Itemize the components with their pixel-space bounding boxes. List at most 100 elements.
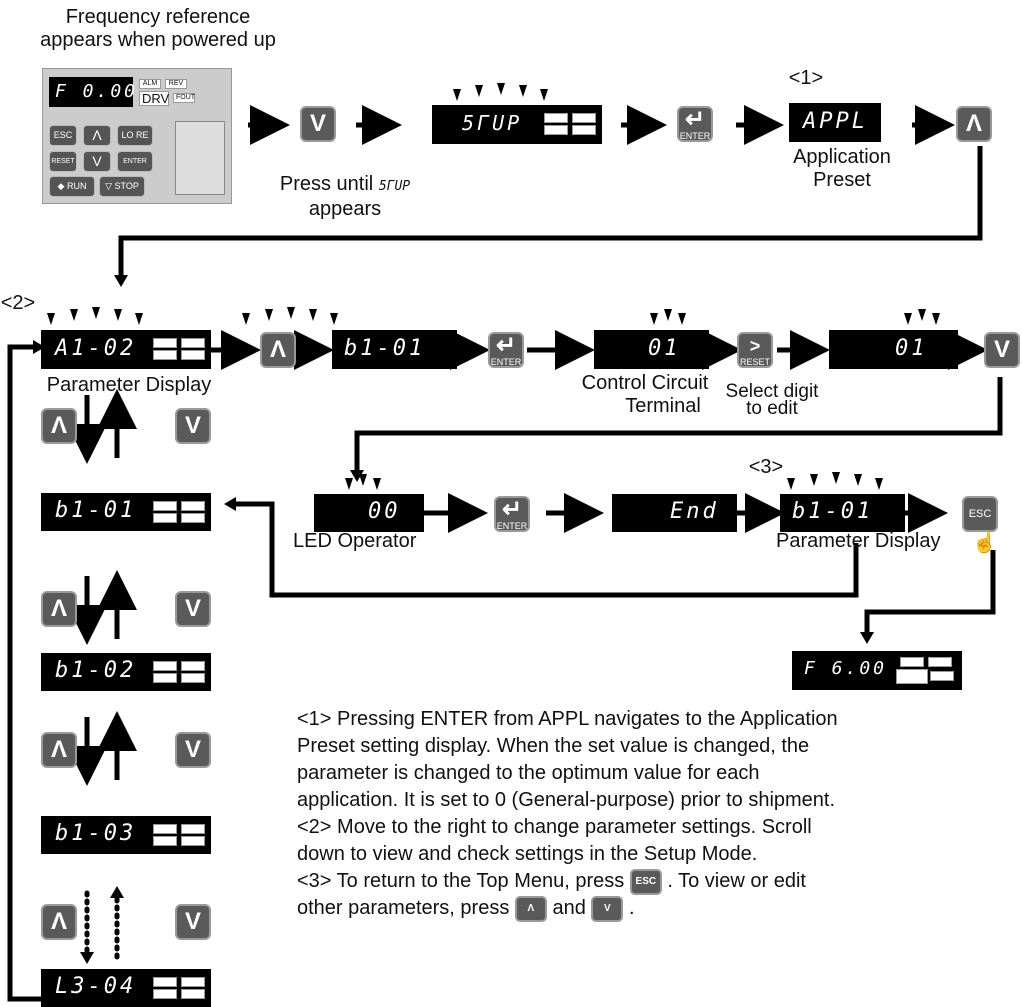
- display-stup-text: 5ΓUP: [462, 111, 522, 135]
- panel-stop-key[interactable]: ▽ STOP: [99, 176, 145, 197]
- blink-ticks: [242, 307, 338, 325]
- top-caption-line2: appears when powered up: [8, 29, 308, 52]
- panel-display: F 0.00: [49, 77, 133, 107]
- enter-label: ENTER: [680, 132, 711, 141]
- tag-drv: DRV: [544, 125, 568, 135]
- display-appl-text: APPL: [803, 109, 868, 134]
- panel-connector-icon: [175, 121, 225, 195]
- blink-ticks: [650, 309, 686, 325]
- display-appl: APPL: [789, 103, 881, 142]
- tag-fout: FOUT: [930, 671, 954, 681]
- display-final-text: F 6.00: [804, 658, 887, 679]
- down-button[interactable]: V: [300, 106, 336, 142]
- panel-enter-key[interactable]: ENTER: [117, 151, 153, 172]
- tag-drv: DRV: [153, 836, 177, 846]
- tag-alm: ALM: [153, 661, 177, 671]
- tag-drv: DRV: [153, 350, 177, 360]
- display-b101-row3: b1-01: [780, 494, 905, 532]
- top-caption-line1: Frequency reference: [8, 6, 308, 29]
- display-01-b: 01: [829, 330, 958, 369]
- blink-ticks: [787, 472, 883, 490]
- tag-fout: FOUT: [181, 836, 205, 846]
- tag-drv: DRV: [153, 513, 177, 523]
- up-button[interactable]: Λ: [956, 106, 992, 142]
- display-end-text: End: [670, 499, 719, 524]
- tag-fout: FOUT: [181, 350, 205, 360]
- application-label: Application: [772, 146, 912, 169]
- up-button[interactable]: Λ: [41, 591, 77, 627]
- parameter-display-label-row3: Parameter Display: [776, 530, 966, 553]
- tag-drv: DRV: [153, 989, 177, 999]
- panel-up-key[interactable]: Λ: [83, 125, 111, 146]
- panel-esc-key[interactable]: ESC: [49, 125, 77, 146]
- panel-lore-key[interactable]: LO RE: [117, 125, 153, 146]
- display-final-freq: F 6.00 ALM REV DRV FOUT: [792, 651, 962, 690]
- panel-reset-key[interactable]: RESET: [49, 151, 77, 172]
- hand-pointer-icon: ☝: [972, 530, 997, 555]
- notes-block: <1> Pressing ENTER from APPL navigates t…: [297, 706, 1022, 922]
- up-button[interactable]: Λ: [41, 904, 77, 940]
- enter-button[interactable]: ↵ENTER: [494, 496, 530, 532]
- down-button[interactable]: V: [175, 591, 211, 627]
- down-button[interactable]: V: [175, 408, 211, 444]
- display-col-b101: b1-01 ALM REV DRV FOUT: [41, 493, 211, 531]
- panel-stop-label: STOP: [115, 181, 139, 191]
- display-b101-text: b1-01: [344, 336, 425, 361]
- control-circuit-text: Control Circuit: [570, 372, 720, 395]
- application-preset-label: Application Preset: [772, 146, 912, 192]
- note-3a-line: <3> To return to the Top Menu, press ESC…: [297, 868, 1022, 895]
- control-circuit-label: Control Circuit Terminal: [570, 372, 720, 418]
- led-operator-label: LED Operator: [293, 530, 453, 553]
- reset-button[interactable]: >RESET: [737, 332, 773, 368]
- display-a102-text: A1-02: [55, 336, 136, 361]
- press-until-appears: appears: [260, 198, 430, 221]
- note-1b: Preset setting display. When the set val…: [297, 733, 1022, 760]
- up-key-icon: Λ: [515, 896, 547, 922]
- tag-fout: FOUT: [572, 125, 596, 135]
- marker-2: <2>: [0, 292, 36, 315]
- tag-rev: REV: [181, 338, 205, 348]
- display-b101-row3-text: b1-01: [792, 499, 873, 524]
- note-3e: .: [629, 897, 635, 919]
- up-button[interactable]: Λ: [260, 332, 296, 368]
- note-2a: <2> Move to the right to change paramete…: [297, 814, 1022, 841]
- tag-rev: REV: [181, 977, 205, 987]
- tag-drv: DRV: [896, 669, 928, 684]
- display-b101: b1-01: [332, 330, 457, 369]
- panel-tag-drv: DRV: [139, 91, 169, 106]
- panel-display-text: F 0.00: [55, 81, 138, 102]
- blink-ticks: [904, 309, 940, 325]
- enter-button[interactable]: ↵ENTER: [677, 106, 713, 142]
- up-button[interactable]: Λ: [41, 732, 77, 768]
- reset-label: RESET: [740, 358, 770, 367]
- tag-fout: FOUT: [181, 989, 205, 999]
- press-until-text: Press until: [280, 173, 373, 195]
- tag-rev: REV: [181, 824, 205, 834]
- note-1a: <1> Pressing ENTER from APPL navigates t…: [297, 706, 1022, 733]
- note-1d: application. It is set to 0 (General-pur…: [297, 787, 1022, 814]
- top-caption: Frequency reference appears when powered…: [8, 6, 308, 52]
- esc-label: ESC: [969, 510, 992, 519]
- panel-down-key[interactable]: V: [83, 151, 111, 172]
- note-3b: . To view or edit: [667, 870, 806, 892]
- press-until-glyph: 5ΓUP: [379, 179, 410, 194]
- to-edit-text: to edit: [712, 400, 832, 417]
- down-button[interactable]: V: [175, 732, 211, 768]
- display-a102: A1-02 ALM REV DRV FOUT: [41, 330, 211, 369]
- tag-alm: ALM: [544, 113, 568, 123]
- press-until-label: Press until 5ΓUP appears: [260, 173, 430, 221]
- down-button[interactable]: V: [175, 904, 211, 940]
- display-col-b102-text: b1-02: [55, 658, 136, 683]
- enter-button[interactable]: ↵ENTER: [488, 332, 524, 368]
- panel-tag-alm: ALM: [139, 79, 161, 89]
- down-button[interactable]: V: [984, 332, 1020, 368]
- display-01b-text: 01: [895, 336, 928, 361]
- up-button[interactable]: Λ: [41, 408, 77, 444]
- tag-alm: ALM: [153, 824, 177, 834]
- panel-run-key[interactable]: ◆ RUN: [49, 176, 95, 197]
- esc-button[interactable]: ESC: [962, 496, 998, 532]
- tag-drv: DRV: [153, 673, 177, 683]
- terminal-text: Terminal: [570, 395, 720, 418]
- display-stup: 5ΓUP ALM REV DRV FOUT: [432, 105, 602, 144]
- down-key-icon: V: [591, 896, 623, 922]
